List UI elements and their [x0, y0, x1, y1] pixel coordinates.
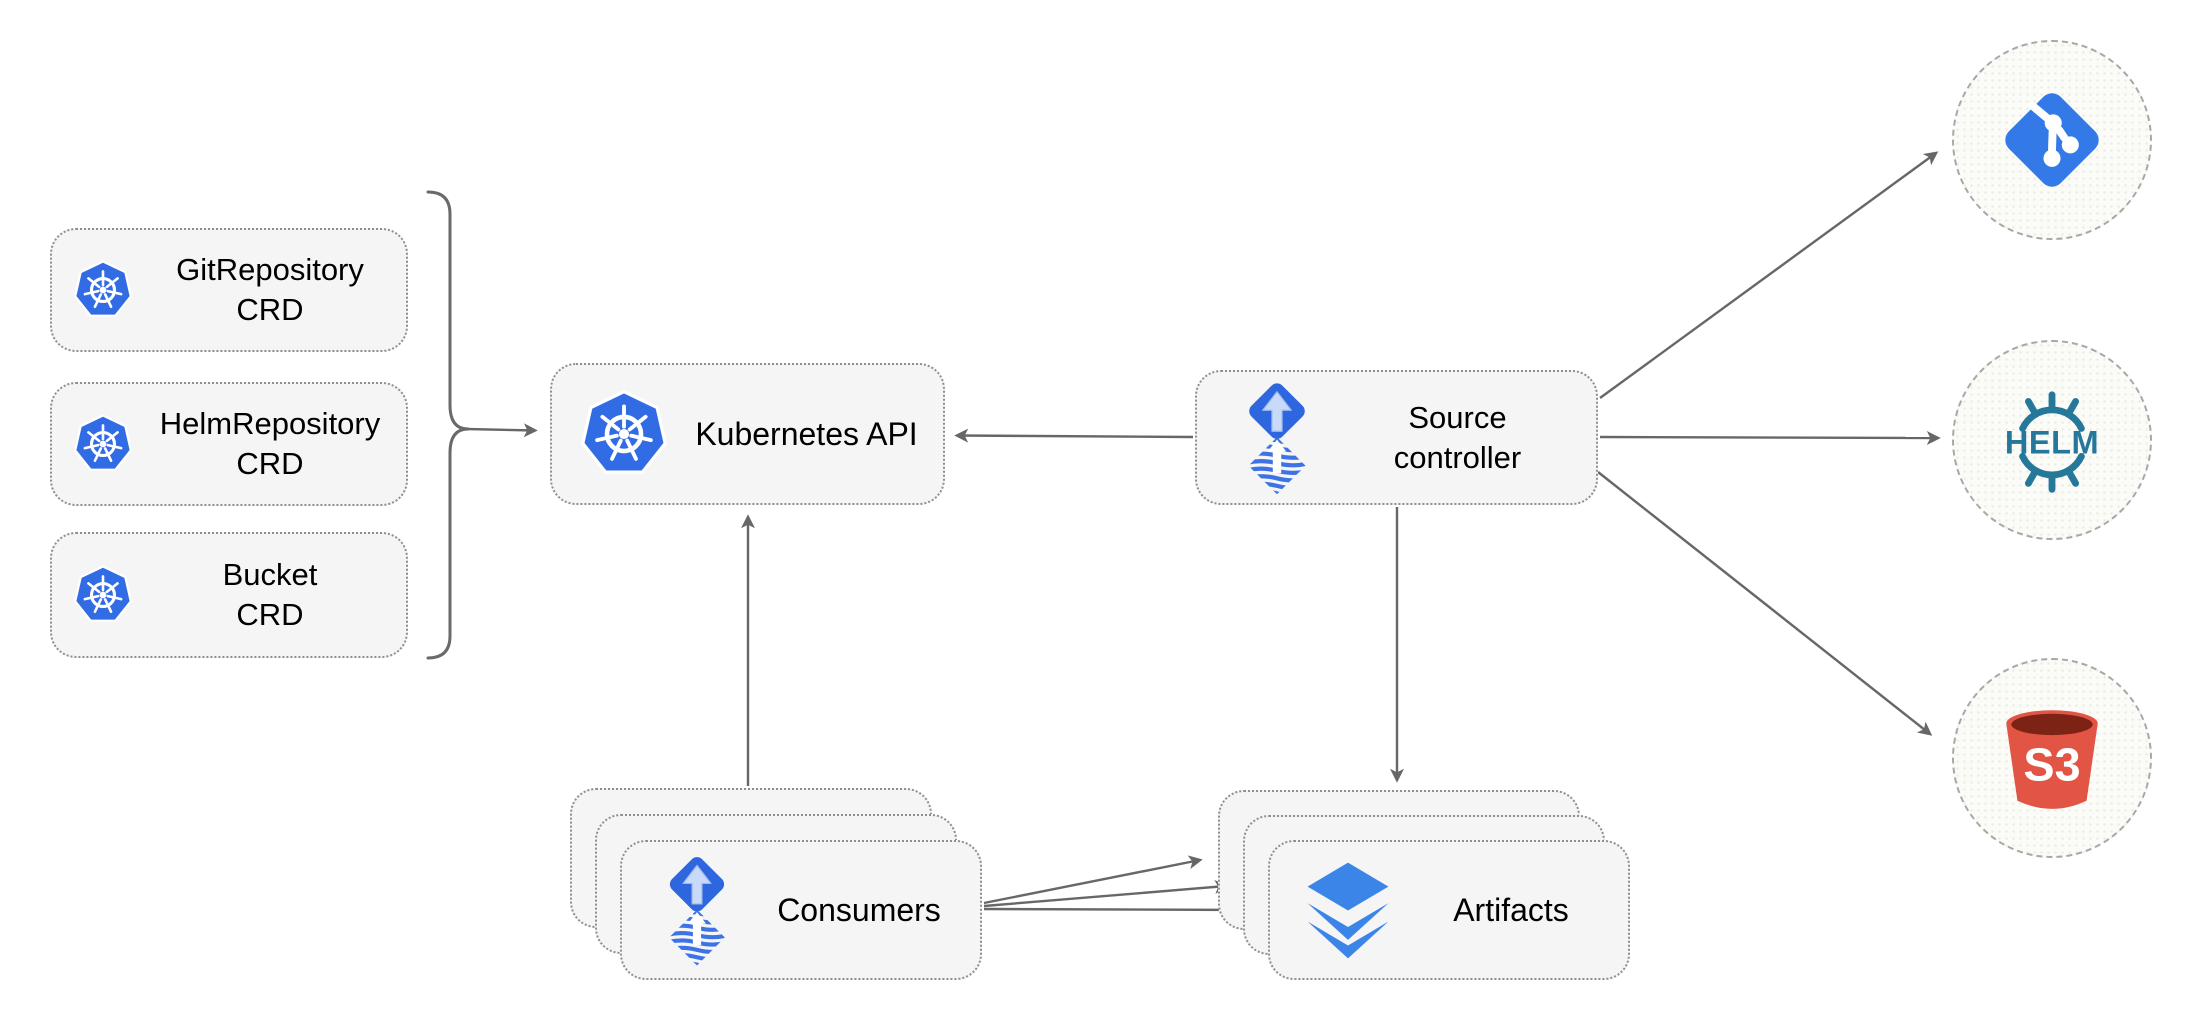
helm-repository-crd-line1: HelmRepository	[159, 406, 381, 441]
source-controller-label: Source controller	[1319, 398, 1596, 478]
kubernetes-icon	[72, 259, 134, 321]
flux-icon	[1235, 379, 1319, 497]
node-consumers: Consumers	[620, 840, 982, 980]
kubernetes-icon	[72, 413, 134, 475]
kubernetes-icon	[578, 388, 670, 480]
edge-source-controller-to-s3-bucket	[1597, 471, 1933, 736]
s3-wordmark: S3	[2023, 738, 2080, 790]
crd-group-bracket	[426, 190, 470, 660]
git-repository-crd-line2: CRD	[236, 292, 304, 327]
flux-icon	[656, 853, 738, 968]
kubernetes-icon	[72, 564, 134, 626]
layers-icon	[1302, 859, 1394, 962]
helm-repository-crd-line2: CRD	[236, 446, 304, 481]
edge-bracket-to-kubernetes-api	[465, 423, 538, 438]
git-icon	[1991, 79, 2113, 201]
artifacts-label: Artifacts	[1453, 892, 1569, 928]
source-controller-line2: controller	[1393, 439, 1522, 475]
node-helm-repository-crd: HelmRepository CRD	[50, 382, 408, 506]
bucket-crd-line1: Bucket	[222, 557, 318, 592]
consumers-label: Consumers	[777, 892, 941, 928]
bucket-crd-label: Bucket CRD	[134, 555, 406, 635]
s3-bucket-icon: S3	[2006, 710, 2098, 809]
edge-source-controller-to-git-remote	[1599, 151, 1939, 399]
node-git-repository-crd: GitRepository CRD	[50, 228, 408, 352]
node-source-controller: Source controller	[1195, 370, 1598, 505]
endpoint-git-remote	[1952, 40, 2152, 240]
endpoint-helm-registry: HELM	[1952, 340, 2152, 540]
node-kubernetes-api: Kubernetes API	[550, 363, 945, 505]
source-controller-line1: Source	[1408, 399, 1507, 435]
git-repository-crd-line1: GitRepository	[176, 252, 364, 287]
helm-repository-crd-label: HelmRepository CRD	[134, 404, 406, 484]
node-bucket-crd: Bucket CRD	[50, 532, 408, 658]
node-artifacts: Artifacts	[1268, 840, 1630, 980]
edge-consumers-to-artifacts-front	[983, 902, 1255, 917]
edge-consumers-to-artifacts-middle	[983, 879, 1229, 908]
edge-source-controller-to-kubernetes-api	[954, 428, 1194, 443]
helm-icon: HELM	[2005, 391, 2099, 493]
git-repository-crd-label: GitRepository CRD	[134, 250, 406, 330]
endpoint-s3-bucket: S3	[1952, 658, 2152, 858]
kubernetes-api-label: Kubernetes API	[695, 416, 918, 452]
helm-wordmark: HELM	[2005, 425, 2099, 461]
edge-source-controller-to-helm-registry	[1599, 430, 1941, 445]
bucket-crd-line2: CRD	[236, 597, 304, 632]
edge-consumers-to-artifacts-back	[983, 855, 1203, 905]
